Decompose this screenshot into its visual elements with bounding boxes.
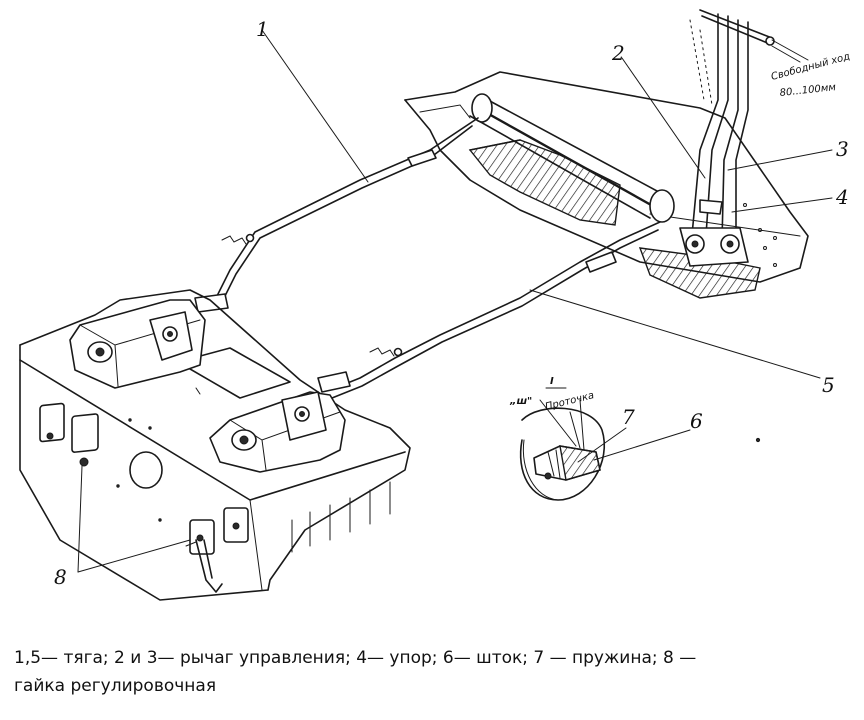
callout-3: 3 xyxy=(836,137,849,161)
callout-4: 4 xyxy=(835,185,849,209)
rear-axle-housing xyxy=(19,289,411,601)
callout-7: 7 xyxy=(622,405,635,429)
rod-1 xyxy=(194,117,479,313)
free-travel-value: 80...100мм xyxy=(779,82,837,99)
control-levers xyxy=(679,9,775,267)
rod-5 xyxy=(317,221,661,399)
steering-clutch-linkage-diagram: Свободный ход 80...100мм xyxy=(19,9,852,601)
caption-line-1: 1,5— тяга; 2 и 3— рычаг управления; 4— у… xyxy=(14,648,697,668)
detail-mark: I xyxy=(550,376,554,387)
left-brake-box xyxy=(69,299,206,389)
callout-8: 8 xyxy=(54,565,67,589)
callout-5: 5 xyxy=(822,373,835,397)
leader-lines xyxy=(77,29,833,573)
free-travel-dimension: Свободный ход 80...100мм xyxy=(770,39,852,99)
sh-mark: „ш" xyxy=(509,396,532,407)
callout-1: 1 xyxy=(256,17,269,41)
callout-2: 2 xyxy=(611,41,625,65)
cross-shaft xyxy=(469,93,675,223)
floor-plate xyxy=(404,71,809,299)
caption-line-2: гайка регулировочная xyxy=(14,676,217,696)
right-brake-box xyxy=(209,391,346,473)
figure-caption: 1,5— тяга; 2 и 3— рычаг управления; 4— у… xyxy=(14,644,854,700)
callout-6: 6 xyxy=(690,409,703,433)
free-travel-label: Свободный ход xyxy=(770,50,852,83)
detail-I-inset: I Проточка „ш" xyxy=(509,376,606,501)
dot-mark xyxy=(755,437,761,443)
